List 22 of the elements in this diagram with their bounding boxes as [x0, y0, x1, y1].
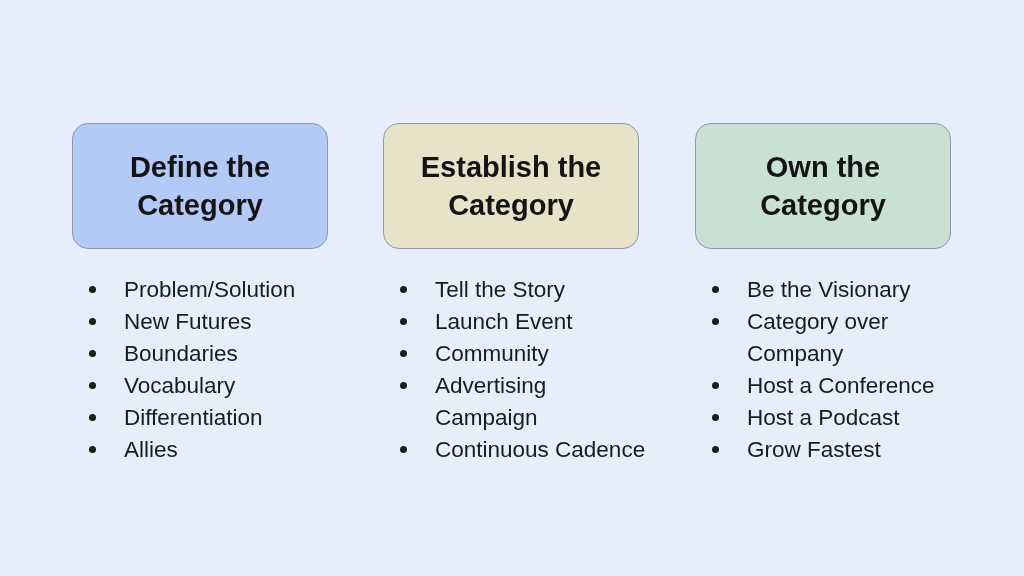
- rounded-box: [72, 123, 328, 249]
- rounded-box: [695, 123, 951, 249]
- bullet-text: Grow Fastest: [747, 436, 881, 464]
- bullet-text: Boundaries: [124, 340, 238, 368]
- bullet-text: New Futures: [124, 308, 252, 336]
- bullet-text: Advertising Campaign: [435, 372, 548, 432]
- rounded-box: [383, 123, 639, 249]
- bullet-text: Host a Conference: [747, 372, 935, 400]
- bullet-text: Host a Podcast: [747, 404, 900, 432]
- bullet-text: Community: [435, 340, 549, 368]
- bullet-text: Differentiation: [124, 404, 263, 432]
- bullet-text: Launch Event: [435, 308, 573, 336]
- bullet-text: Problem/Solution: [124, 276, 296, 304]
- bullet-text: Continuous Cadence: [435, 436, 646, 464]
- box-title: Own the Category: [759, 150, 887, 223]
- bullet-text: Allies: [124, 436, 178, 464]
- box-title: Establish the Category: [419, 150, 603, 223]
- bullet-text: Vocabulary: [124, 372, 236, 400]
- box-title: Define the Category: [128, 150, 272, 223]
- bullet-text: Be the Visionary: [747, 276, 911, 304]
- bullet-text: Category over Company: [747, 308, 890, 368]
- bullet-text: Tell the Story: [435, 276, 566, 304]
